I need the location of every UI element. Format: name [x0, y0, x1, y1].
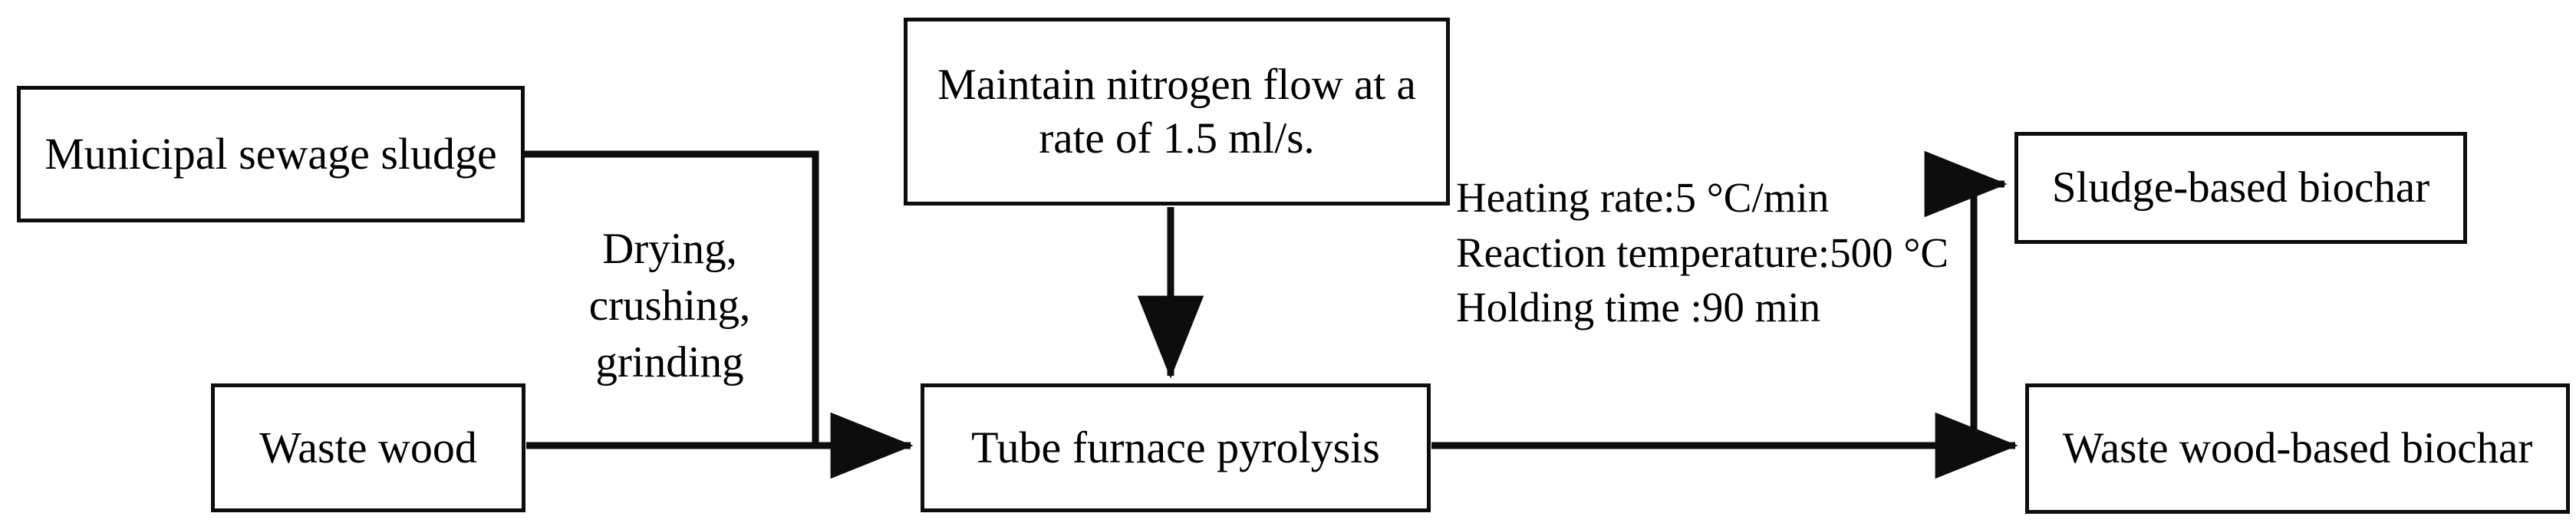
node-tube-furnace-pyrolysis[interactable]: Tube furnace pyrolysis [921, 383, 1431, 512]
node-waste-wood[interactable]: Waste wood [211, 383, 525, 512]
node-label-sludge-based-biochar: Sludge-based biochar [2051, 163, 2430, 212]
annotation-pyrolysis-conditions: Heating rate:5 °C/min Reaction temperatu… [1456, 174, 1949, 331]
node-label-municipal-sewage-sludge: Municipal sewage sludge [44, 128, 497, 179]
node-label-tube-furnace-pyrolysis: Tube furnace pyrolysis [971, 422, 1380, 472]
node-municipal-sewage-sludge[interactable]: Municipal sewage sludge [17, 86, 525, 222]
node-label-maintain-nitrogen-flow: Maintain nitrogen flow at a rate of 1.5 … [937, 60, 1416, 163]
node-maintain-nitrogen-flow[interactable]: Maintain nitrogen flow at a rate of 1.5 … [904, 18, 1450, 206]
node-waste-wood-based-biochar[interactable]: Waste wood-based biochar [2025, 383, 2570, 514]
annotation-pretreatment-steps: Drying, crushing, grinding [588, 225, 751, 387]
edge-furnace-to-sludgechar [1924, 150, 2008, 446]
node-sludge-based-biochar[interactable]: Sludge-based biochar [2014, 132, 2467, 244]
node-label-waste-wood-based-biochar: Waste wood-based biochar [2062, 424, 2533, 473]
edge-sludge-to-junction [521, 150, 819, 449]
node-label-waste-wood: Waste wood [259, 422, 477, 472]
